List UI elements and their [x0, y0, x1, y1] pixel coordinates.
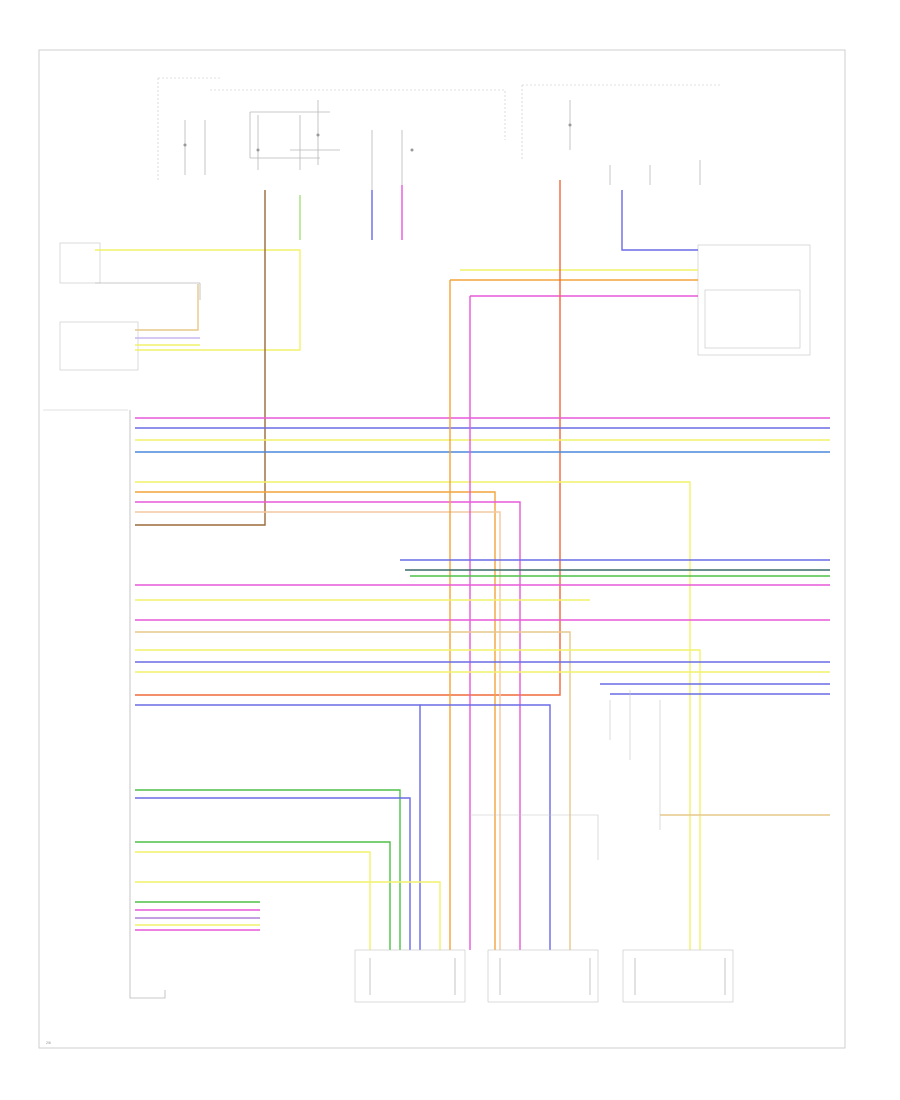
right-upper-module: [697, 244, 811, 356]
steering-angle-sensor-box: [59, 242, 300, 371]
wire-blue-8: [135, 704, 421, 950]
wire-peach-2: [135, 511, 501, 950]
bottom-motor-left: [354, 949, 466, 1003]
wire-yellow-4: [135, 649, 701, 950]
right-junction-lines: [470, 690, 661, 860]
wire-orange-2: [135, 491, 496, 950]
wire-yellow-11: [135, 881, 441, 950]
wire-pink-2: [135, 501, 521, 950]
bottom-motor-center: [487, 949, 599, 1003]
main-module-connector: [43, 409, 166, 999]
wire-green-9: [135, 789, 401, 950]
wire-yellow-10: [135, 851, 371, 950]
diagram-frame: [38, 49, 846, 1049]
top-right-fuse-assembly: [521, 84, 720, 185]
wire-yellow-top: [95, 249, 301, 351]
corner-code: 2/6: [46, 1041, 51, 1045]
top-left-switch-assembly: [157, 77, 506, 190]
wire-blue-right-upper: [621, 190, 698, 251]
wire-green-10: [135, 841, 391, 950]
wire-tan-top: [135, 284, 199, 331]
wire-brown-long: [135, 190, 266, 526]
wire-group: [95, 180, 830, 950]
bottom-motor-right: [622, 949, 734, 1003]
wire-red-long: [135, 180, 561, 696]
wire-tan-4: [135, 631, 571, 950]
wire-yellow-2: [135, 481, 691, 950]
wire-blue-9: [135, 797, 411, 950]
wire-blue-8b: [420, 704, 551, 950]
